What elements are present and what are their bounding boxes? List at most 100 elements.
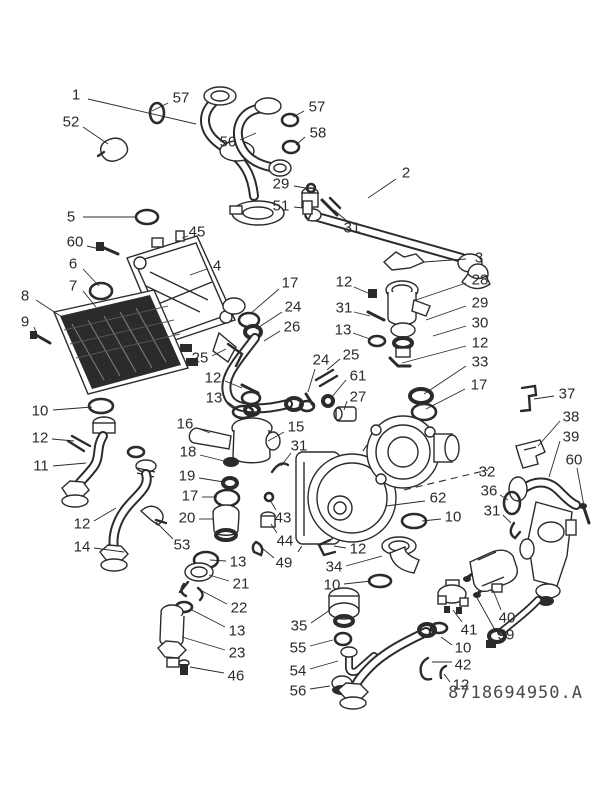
leader-line-41 [452, 609, 463, 623]
part-callout-12: 12 [350, 541, 367, 558]
part-callout-12: 12 [472, 335, 489, 352]
part-tube-2 [301, 187, 491, 290]
part-callout-4: 4 [213, 258, 221, 275]
part-callout-40: 40 [499, 610, 516, 627]
part-callout-17: 17 [282, 275, 299, 292]
part-sensor-35 [328, 587, 360, 628]
drawing-number: 8718694950.A [448, 683, 583, 703]
leader-line-6 [82, 268, 100, 287]
part-callout-20: 20 [179, 510, 196, 527]
leader-line-19 [198, 477, 225, 483]
part-clip-49 [251, 540, 264, 557]
part-pin-12b [388, 356, 412, 368]
part-callout-12: 12 [205, 370, 222, 387]
part-oring-6 [88, 281, 114, 301]
part-ring-18 [223, 457, 239, 467]
leader-line-40 [492, 589, 502, 611]
part-callout-57: 57 [309, 99, 326, 116]
part-pin-31b [366, 310, 386, 322]
part-pin-12d [66, 434, 92, 453]
part-callout-6: 6 [69, 256, 77, 273]
leader-line-12 [333, 545, 347, 549]
leader-line-30 [432, 325, 467, 337]
part-clip-42 [419, 656, 433, 681]
part-pipe-1 [200, 86, 285, 226]
part-callout-41: 41 [461, 622, 478, 639]
part-callout-7: 7 [69, 278, 77, 295]
part-callout-3: 3 [475, 250, 483, 267]
leader-line-34 [345, 555, 383, 567]
part-callout-60: 60 [67, 234, 84, 251]
part-actuator-40 [469, 549, 518, 593]
part-callout-1: 1 [72, 87, 80, 104]
leader-line-25 [211, 348, 227, 357]
part-pin-31a [320, 196, 342, 217]
leader-line-13 [189, 608, 226, 628]
part-pipe-14 [99, 445, 157, 572]
part-valve-15 [231, 390, 281, 464]
leader-line-29 [293, 185, 307, 189]
leader-line-13 [352, 332, 371, 340]
leader-line-38 [537, 420, 561, 447]
leader-line-23 [181, 636, 226, 651]
leader-line-56 [309, 685, 331, 690]
part-callout-15: 15 [288, 419, 305, 436]
part-callout-45: 45 [189, 224, 206, 241]
part-callout-10: 10 [324, 577, 341, 594]
part-callout-32: 32 [479, 464, 496, 481]
part-oring-17c [410, 402, 438, 422]
part-callout-39: 39 [563, 429, 580, 446]
part-callout-43: 43 [275, 510, 292, 527]
part-callout-35: 35 [291, 618, 308, 635]
part-screw-60a [96, 242, 120, 256]
part-elbow-54 [340, 646, 378, 676]
part-screw-9 [30, 331, 52, 345]
part-callout-62: 62 [430, 490, 447, 507]
part-washer-61 [321, 394, 335, 408]
leader-line-37 [533, 395, 555, 400]
part-callout-37: 37 [559, 386, 576, 403]
part-callout-55: 55 [290, 640, 307, 657]
leader-line-29 [425, 305, 467, 321]
part-callout-16: 16 [177, 416, 194, 433]
leader-line-12 [93, 507, 117, 522]
leader-line-15 [267, 431, 285, 442]
part-callout-26: 26 [284, 319, 301, 336]
leader-line-62 [385, 500, 426, 507]
part-callout-59: 59 [498, 627, 515, 644]
part-callout-17: 17 [471, 377, 488, 394]
part-callout-57: 57 [173, 90, 190, 107]
leader-line-17 [249, 288, 280, 315]
leader-line-31 [333, 209, 348, 222]
part-callout-14: 14 [74, 539, 91, 556]
part-callout-13: 13 [335, 322, 352, 339]
leader-line-31 [280, 452, 292, 467]
part-clamp-53 [139, 505, 168, 526]
part-ring-13a [367, 334, 387, 348]
leader-line-4 [189, 268, 208, 276]
part-valve-41 [437, 579, 469, 614]
part-callout-5: 5 [67, 209, 75, 226]
part-ring-13b [231, 404, 255, 420]
part-bracket-25a [226, 342, 244, 368]
leader-line-24 [307, 368, 316, 393]
leader-line-39 [548, 440, 561, 478]
part-callout-46: 46 [228, 668, 245, 685]
part-callout-12: 12 [336, 274, 353, 291]
leader-line-36 [499, 494, 509, 501]
leader-line-11 [52, 462, 87, 467]
part-callout-22: 22 [231, 600, 248, 617]
part-fitting-44 [260, 511, 276, 528]
part-callout-21: 21 [233, 576, 250, 593]
part-callout-13: 13 [229, 623, 246, 640]
part-callout-31: 31 [336, 300, 353, 317]
part-screw-60b [579, 503, 591, 525]
leader-line-57 [151, 102, 169, 112]
part-callout-31: 31 [291, 438, 308, 455]
part-injector-51 [302, 200, 313, 222]
leader-line-57 [292, 110, 305, 118]
part-clip-31c [270, 462, 290, 474]
part-pipe-42-area [337, 621, 449, 710]
leader-line-58 [295, 136, 306, 146]
part-oring-36 [502, 490, 522, 516]
